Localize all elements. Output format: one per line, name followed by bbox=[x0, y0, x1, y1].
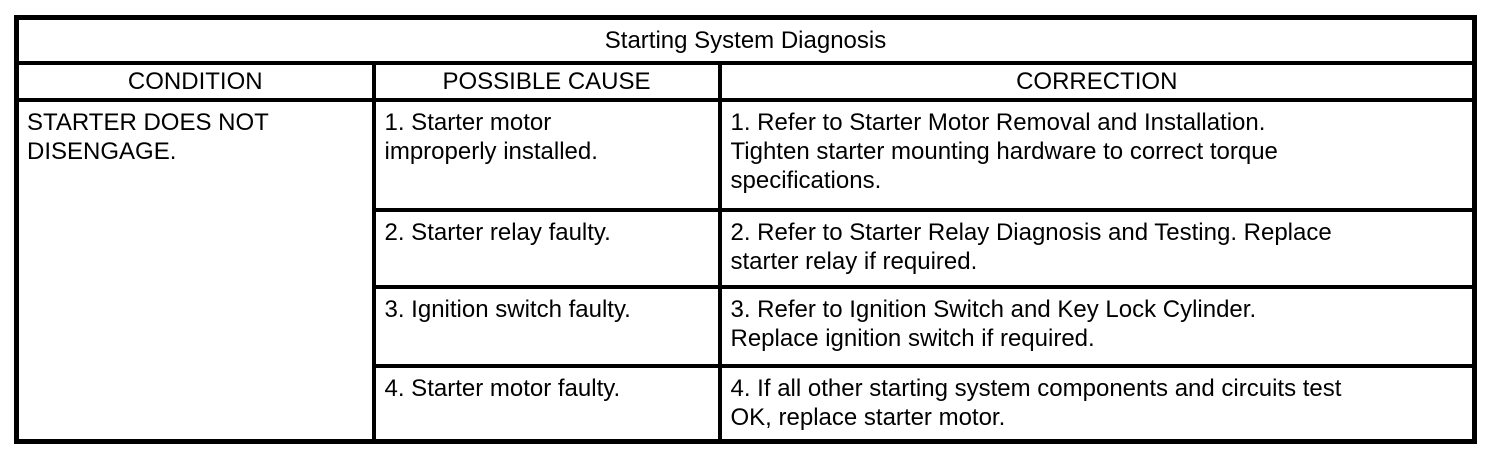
correction-cell: 4. If all other starting system componen… bbox=[717, 363, 1477, 444]
table-title: Starting System Diagnosis bbox=[14, 15, 1477, 65]
correction-cell: 2. Refer to Starter Relay Diagnosis and … bbox=[717, 207, 1477, 289]
starting-system-diagnosis-table: Starting System Diagnosis CONDITION POSS… bbox=[14, 15, 1478, 444]
table-row: STARTER DOES NOT DISENGAGE. 1. Starter m… bbox=[14, 97, 1477, 444]
column-header-condition: CONDITION bbox=[14, 60, 376, 102]
column-header-possible-cause: POSSIBLE CAUSE bbox=[371, 60, 722, 102]
condition-cell: STARTER DOES NOT DISENGAGE. bbox=[14, 97, 376, 444]
table-row: 4. Starter motor faulty. 4. If all other… bbox=[17, 363, 1477, 444]
cause-cell: 2. Starter relay faulty. bbox=[371, 207, 722, 289]
table-row: 3. Ignition switch faulty. 3. Refer to I… bbox=[17, 284, 1477, 368]
table-row: 2. Starter relay faulty. 2. Refer to Sta… bbox=[17, 207, 1477, 289]
table-title-row: Starting System Diagnosis bbox=[14, 15, 1477, 65]
table-header-row: CONDITION POSSIBLE CAUSE CORRECTION bbox=[14, 60, 1477, 102]
correction-cell: 3. Refer to Ignition Switch and Key Lock… bbox=[717, 284, 1477, 368]
cause-cell: 1. Starter motor improperly installed. bbox=[371, 97, 722, 212]
cause-cell: 3. Ignition switch faulty. bbox=[371, 284, 722, 368]
correction-cell: 1. Refer to Starter Motor Removal and In… bbox=[717, 97, 1477, 212]
column-header-correction: CORRECTION bbox=[717, 60, 1477, 102]
cause-cell: 4. Starter motor faulty. bbox=[371, 363, 722, 444]
